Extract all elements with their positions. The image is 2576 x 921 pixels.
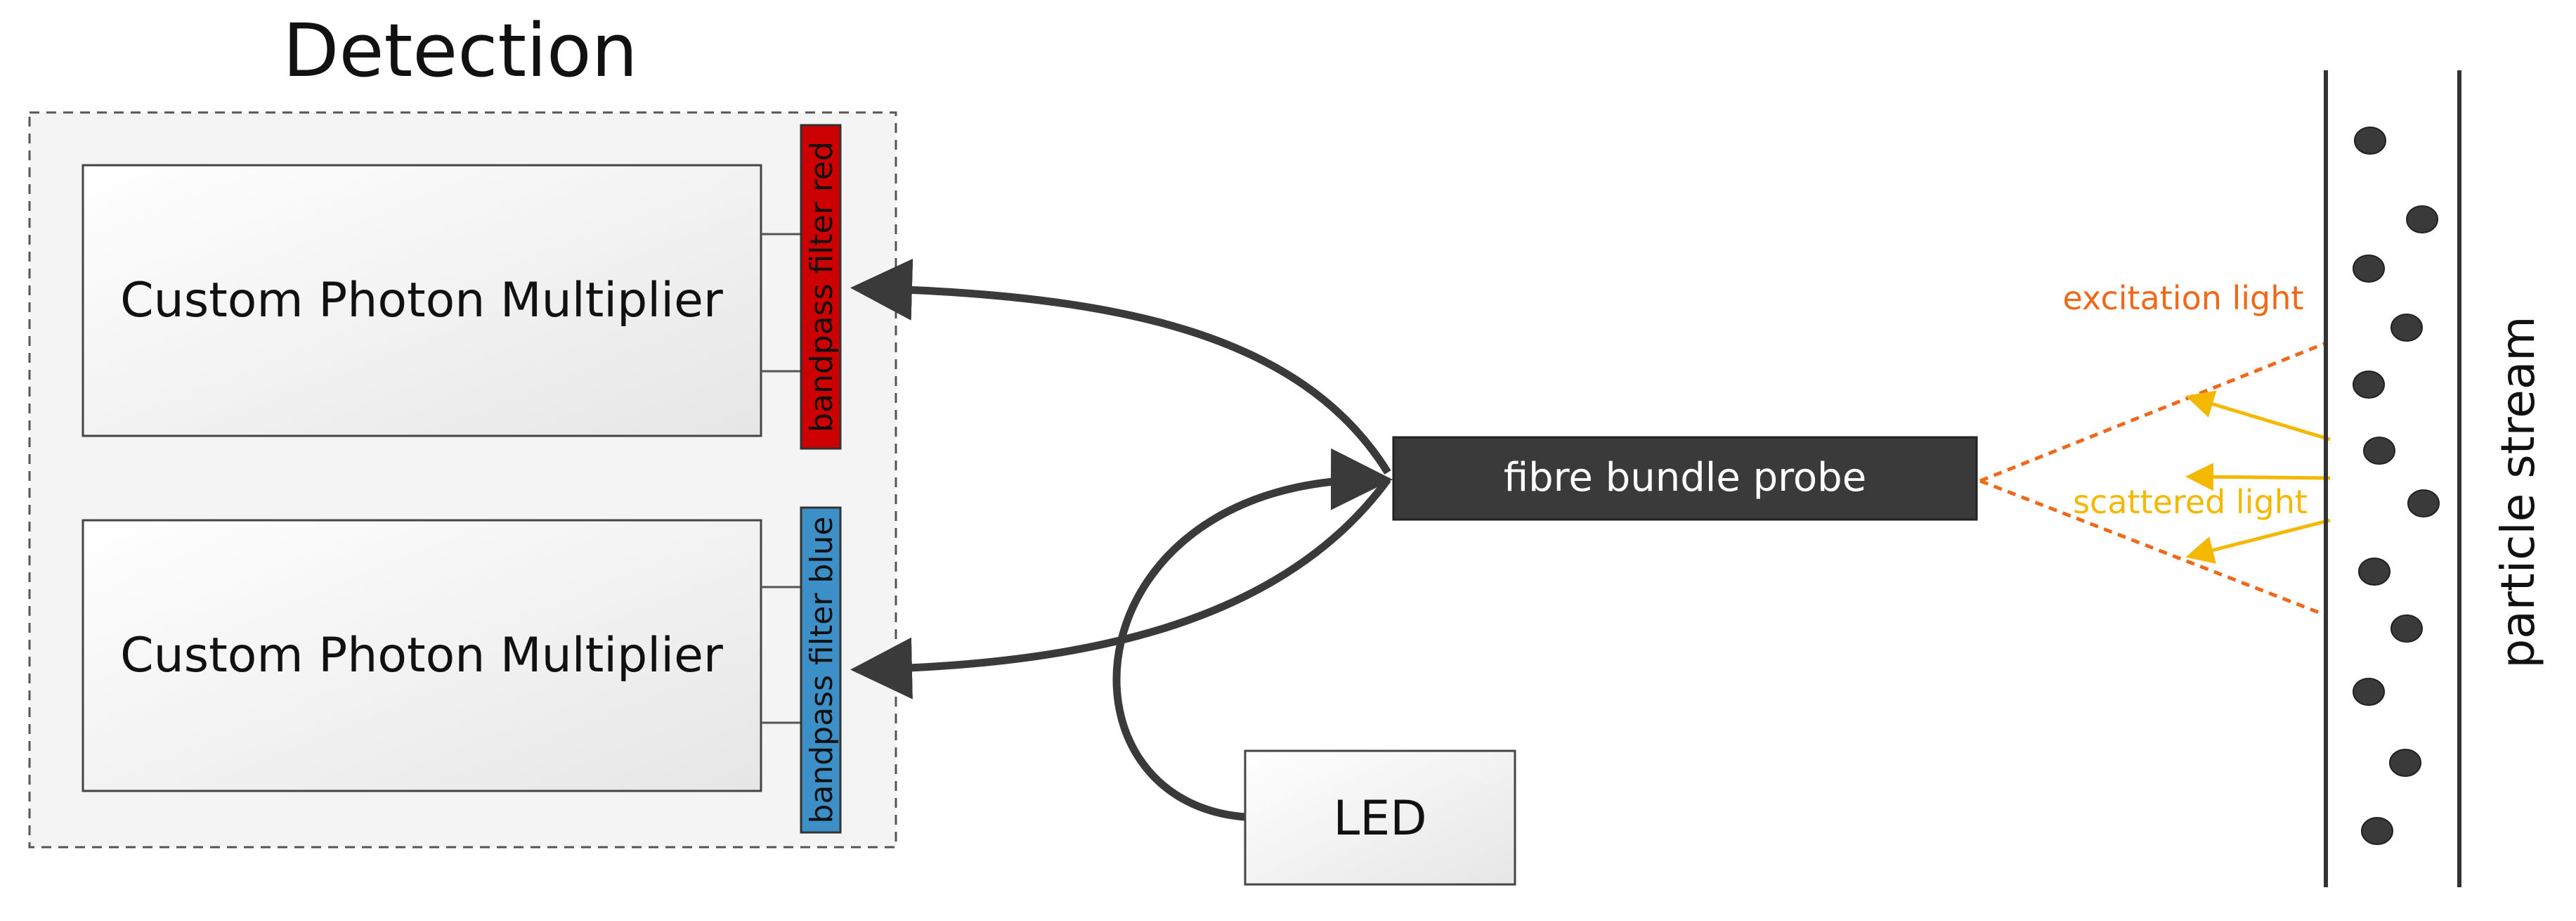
- bandpass-filter-red: [800, 124, 842, 450]
- dot-icon: [2390, 314, 2423, 342]
- dot-icon: [2363, 437, 2395, 465]
- led-to-fibre: [1112, 448, 1393, 821]
- photon-multiplier-box-top: [82, 164, 762, 437]
- photon-multiplier-box-bottom: [82, 519, 762, 792]
- dot-icon: [2406, 205, 2438, 233]
- dot-icon: [2353, 255, 2385, 283]
- dot-icon: [2389, 749, 2421, 777]
- photon-multiplier-label-top: Custom Photon Multiplier: [120, 273, 723, 328]
- particle-stream-label: particle stream: [2491, 316, 2545, 668]
- particles: [2353, 127, 2440, 845]
- led-label: LED: [1333, 791, 1426, 846]
- dot-icon: [2390, 614, 2423, 643]
- dot-icon: [2354, 127, 2386, 155]
- detection-title: Detection: [282, 8, 637, 94]
- scattered-light-label: scattered light: [2073, 483, 2308, 521]
- dot-icon: [2358, 558, 2390, 586]
- pmt-filter-connectors: [761, 233, 801, 724]
- led-box: [1244, 749, 1516, 886]
- fibre-bundle-probe-label: fibre bundle probe: [1504, 455, 1866, 501]
- dot-icon: [2361, 817, 2393, 845]
- dot-icon: [2407, 489, 2440, 517]
- excitation-light-cone: [1979, 341, 2327, 617]
- fibre-bundle-probe: [1392, 436, 1978, 521]
- bandpass-filter-blue: [800, 506, 842, 834]
- fibre-to-red-filter: [850, 258, 1391, 475]
- bandpass-filter-red-label: bandpass filter red: [804, 141, 840, 432]
- dot-icon: [2353, 678, 2385, 706]
- excitation-light-label: excitation light: [2063, 279, 2304, 317]
- photon-multiplier-label-bottom: Custom Photon Multiplier: [120, 628, 723, 683]
- particle-stream-channel: [2324, 70, 2461, 887]
- fibre-to-blue-filter: [850, 477, 1391, 700]
- bandpass-filter-blue-label: bandpass filter blue: [804, 517, 840, 824]
- dot-icon: [2353, 371, 2385, 399]
- scattered-light-arrows: [2185, 390, 2331, 564]
